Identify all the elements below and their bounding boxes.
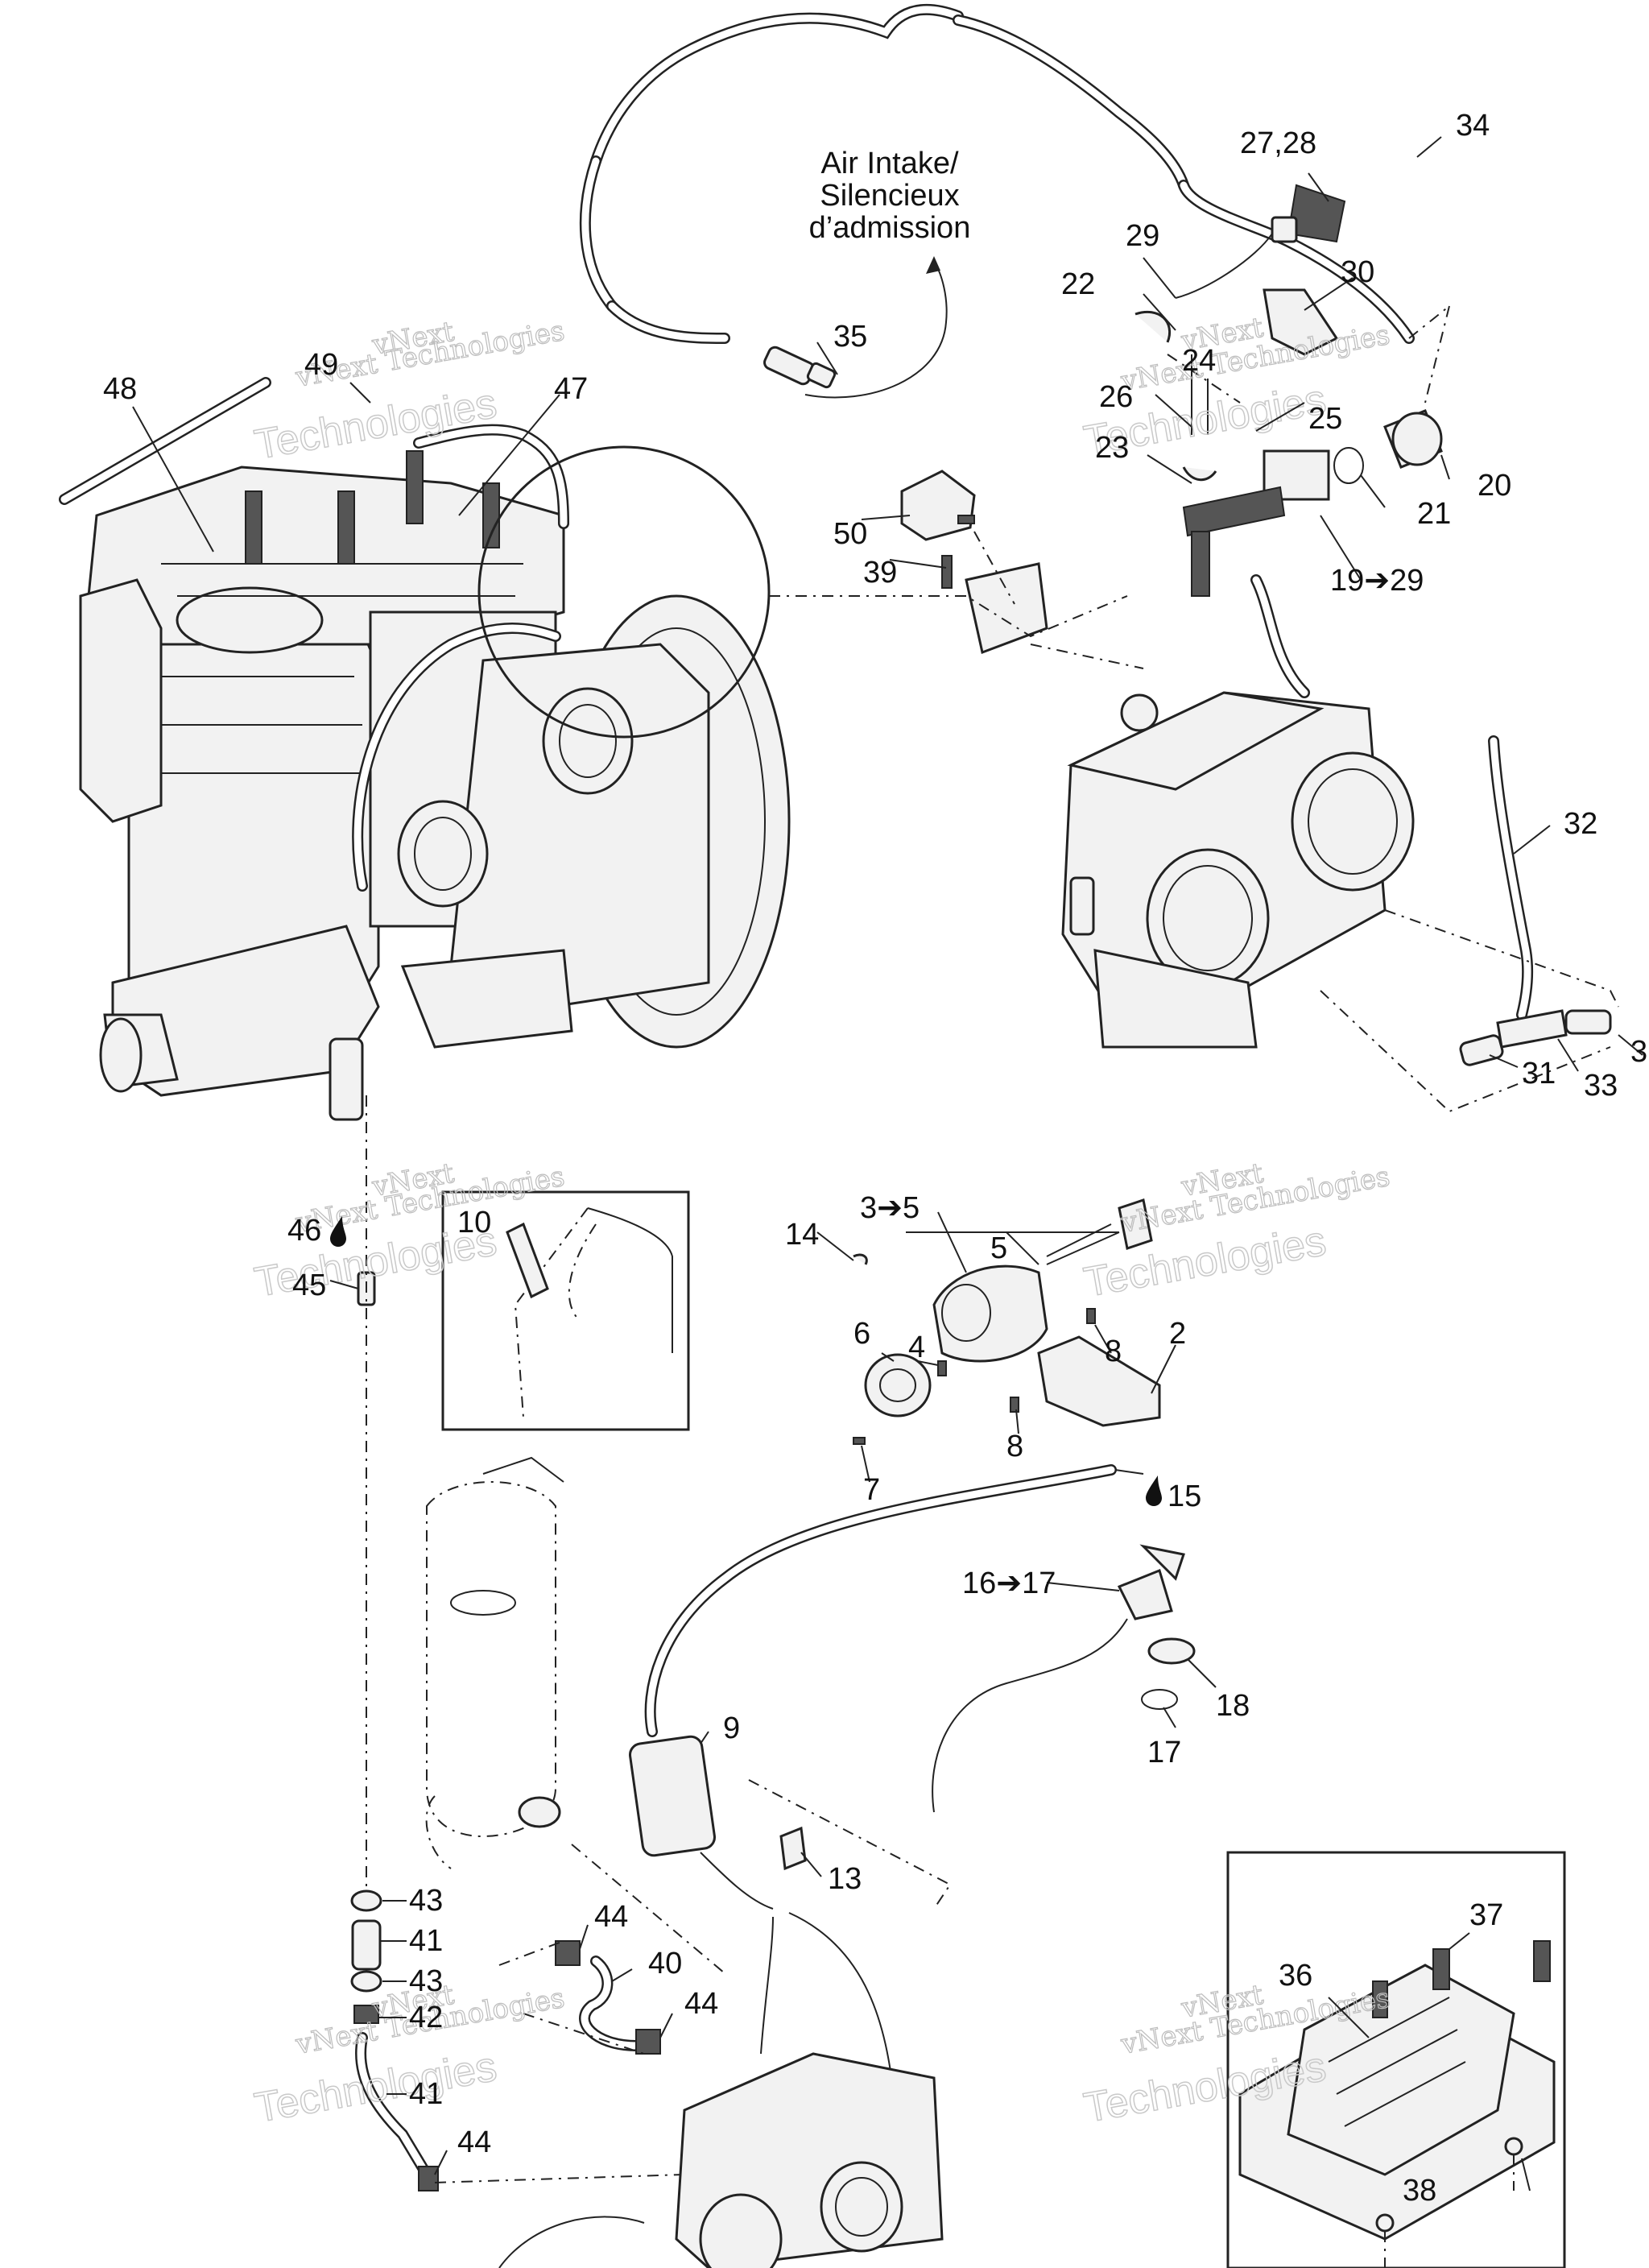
svg-text:Technologies: Technologies [251,2043,500,2132]
callout-25: 25 [1308,402,1342,436]
svg-text:Technologies: Technologies [1081,1218,1329,1306]
svg-text:Technologies: Technologies [251,380,500,469]
hose-47 [413,424,569,529]
callout-16-17: 16➔17 [962,1566,1056,1600]
carburetor-assembly-lower [498,2052,944,2268]
callout-7: 7 [863,1473,880,1507]
detail-box-10 [441,1190,690,1431]
leader-lines [132,136,1643,2191]
inset-detail-circle [477,445,1144,739]
callout-4: 4 [908,1331,925,1364]
vent-hose-32 [1320,735,1619,1113]
callout-48: 48 [103,372,137,406]
clip-13 [748,1779,952,1910]
callout-33: 33 [1584,1069,1618,1103]
callout-19-29: 19➔29 [1330,564,1424,598]
callout-21: 21 [1417,497,1451,531]
detail-box-36 [1226,1851,1566,2268]
callout-20: 20 [1477,469,1511,503]
callout-46: 46 [287,1214,321,1248]
callout-13: 13 [828,1862,862,1896]
callout-2: 2 [1169,1317,1186,1351]
air-intake-hose [579,3,1450,344]
callout-43b: 43 [409,1964,443,1998]
callout-44b: 44 [684,1987,718,2021]
callout-49: 49 [304,348,338,382]
arrow-icon [926,256,940,274]
callout-17: 17 [1147,1736,1181,1769]
callout-3: 3 [1630,1035,1647,1069]
callout-40: 40 [648,1947,682,1980]
fuel-pump-tank [425,1456,564,1869]
air-intake-note-line2: Silencieux [820,179,959,213]
choke-cable-16-17 [932,1544,1196,1813]
engine-assembly [79,450,791,1121]
oil-drop-icon [330,1216,346,1247]
oil-drop-icon [1146,1475,1162,1506]
throttle-housing-assembly [853,1198,1161,1445]
carburetor-assembly-upper [1061,184,1450,1049]
callout-23: 23 [1095,431,1129,465]
callout-43a: 43 [409,1884,443,1918]
throttle-cable-15 [644,1464,1117,1737]
fuel-filter-9 [629,1735,935,2240]
callout-15: 15 [1168,1480,1201,1513]
callout-24: 24 [1182,344,1216,378]
callout-27-28: 27,28 [1240,126,1316,160]
callout-30: 30 [1341,255,1374,289]
callout-44c: 44 [457,2125,491,2159]
watermark-mid-right: vNext vNext Technologies Technologies [1080,1157,1393,1306]
callout-34: 34 [1456,109,1490,143]
callout-14: 14 [785,1218,819,1252]
callout-31: 31 [1522,1057,1556,1091]
callout-47: 47 [554,372,588,406]
callout-37: 37 [1469,1898,1503,1932]
callout-18: 18 [1216,1689,1250,1723]
callout-41b: 41 [409,2077,443,2111]
callout-44a: 44 [594,1900,628,1934]
callout-labels: 48 49 47 35 34 27,28 29 22 30 24 26 25 2… [103,109,1647,2208]
callout-38: 38 [1403,2174,1436,2208]
callout-45: 45 [292,1269,326,1302]
callout-3-5: 3➔5 [860,1191,920,1225]
callout-35: 35 [833,320,867,354]
callout-36: 36 [1279,1959,1312,1993]
hose-48 [59,377,271,505]
callout-41a: 41 [409,1924,443,1958]
callout-5: 5 [990,1231,1007,1265]
callout-6: 6 [853,1317,870,1351]
callout-8a: 8 [1105,1335,1122,1368]
callout-22: 22 [1061,267,1095,301]
callout-50: 50 [833,517,867,551]
callout-26: 26 [1099,380,1133,414]
callout-32: 32 [1564,807,1597,841]
fuel-line-fittings [350,1844,725,2191]
callout-9: 9 [723,1711,740,1745]
callout-42: 42 [409,2001,443,2034]
callout-10: 10 [457,1206,491,1240]
watermark-top-left: vNext vNext Technologies Technologies [250,314,568,469]
callout-29: 29 [1126,219,1159,253]
air-intake-note-line3: d’admission [809,211,971,245]
air-intake-note: Air Intake/ Silencieux d’admission [804,147,971,399]
callout-8b: 8 [1006,1430,1023,1463]
fitting-35 [763,346,837,389]
callout-39: 39 [863,556,897,590]
air-intake-note-line1: Air Intake/ [820,147,959,180]
